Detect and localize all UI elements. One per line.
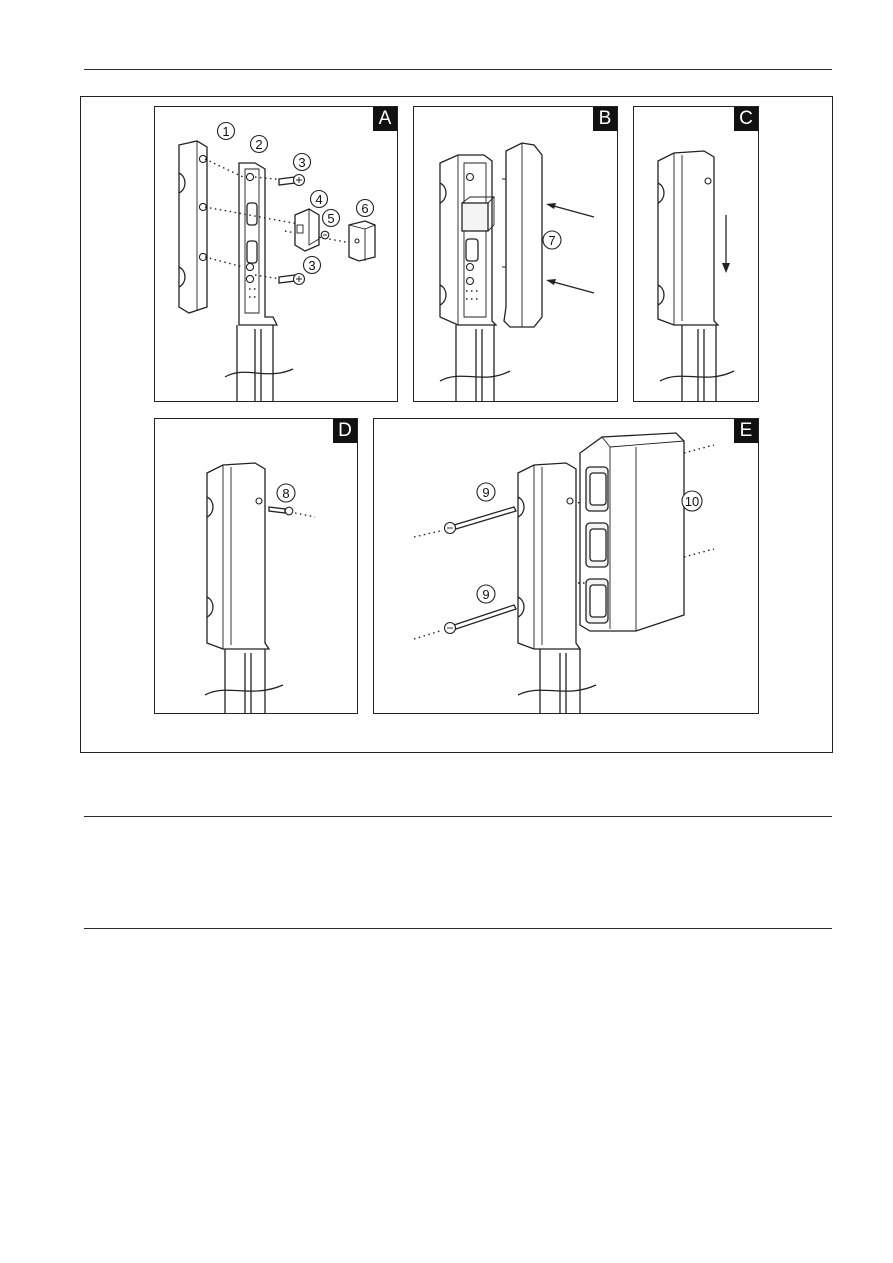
figure-frame — [80, 96, 833, 753]
callout-a-1: 1 — [216, 121, 236, 141]
callout-a-3-top: 3 — [292, 152, 312, 172]
svg-text:10: 10 — [685, 494, 699, 509]
panel-c: C — [633, 106, 759, 402]
panel-b: B 7 — [413, 106, 618, 402]
panel-d-drawing: 8 — [204, 462, 316, 713]
panel-d: D 8 — [154, 418, 358, 714]
header-rule — [84, 69, 832, 70]
callout-e-10: 10 — [681, 490, 703, 512]
callout-e-9-top: 9 — [476, 482, 496, 502]
panel-b-drawing: 7 — [439, 142, 595, 401]
svg-text:5: 5 — [327, 211, 334, 226]
section-rule-bottom — [84, 928, 832, 929]
svg-text:1: 1 — [222, 124, 229, 139]
svg-text:2: 2 — [255, 137, 262, 152]
svg-text:4: 4 — [315, 192, 322, 207]
panel-c-drawing — [657, 150, 735, 401]
callout-d-8: 8 — [276, 483, 296, 503]
svg-text:6: 6 — [361, 201, 368, 216]
panel-a: A — [154, 106, 398, 402]
panel-label-d: D — [333, 419, 357, 443]
svg-text:8: 8 — [282, 486, 289, 501]
callout-b-7: 7 — [542, 230, 562, 250]
callout-a-6: 6 — [355, 198, 375, 218]
panel-e-drawing: 9 9 10 — [413, 432, 715, 713]
callout-a-3-bottom: 3 — [302, 255, 322, 275]
panel-a-drawing: 1 2 3 4 5 6 3 — [178, 121, 376, 401]
svg-text:3: 3 — [308, 258, 315, 273]
panel-label-e: E — [734, 419, 758, 443]
svg-text:3: 3 — [298, 155, 305, 170]
svg-text:9: 9 — [482, 485, 489, 500]
callout-a-4: 4 — [309, 189, 329, 209]
svg-text:9: 9 — [482, 587, 489, 602]
callout-e-9-bottom: 9 — [476, 584, 496, 604]
callout-a-2: 2 — [249, 134, 269, 154]
panel-label-c: C — [734, 107, 758, 131]
section-rule-top — [84, 816, 832, 817]
callout-a-5: 5 — [321, 208, 341, 228]
panel-label-b: B — [593, 107, 617, 131]
panel-label-a: A — [373, 107, 397, 131]
svg-text:7: 7 — [548, 233, 555, 248]
panel-e: E 9 9 10 — [373, 418, 759, 714]
